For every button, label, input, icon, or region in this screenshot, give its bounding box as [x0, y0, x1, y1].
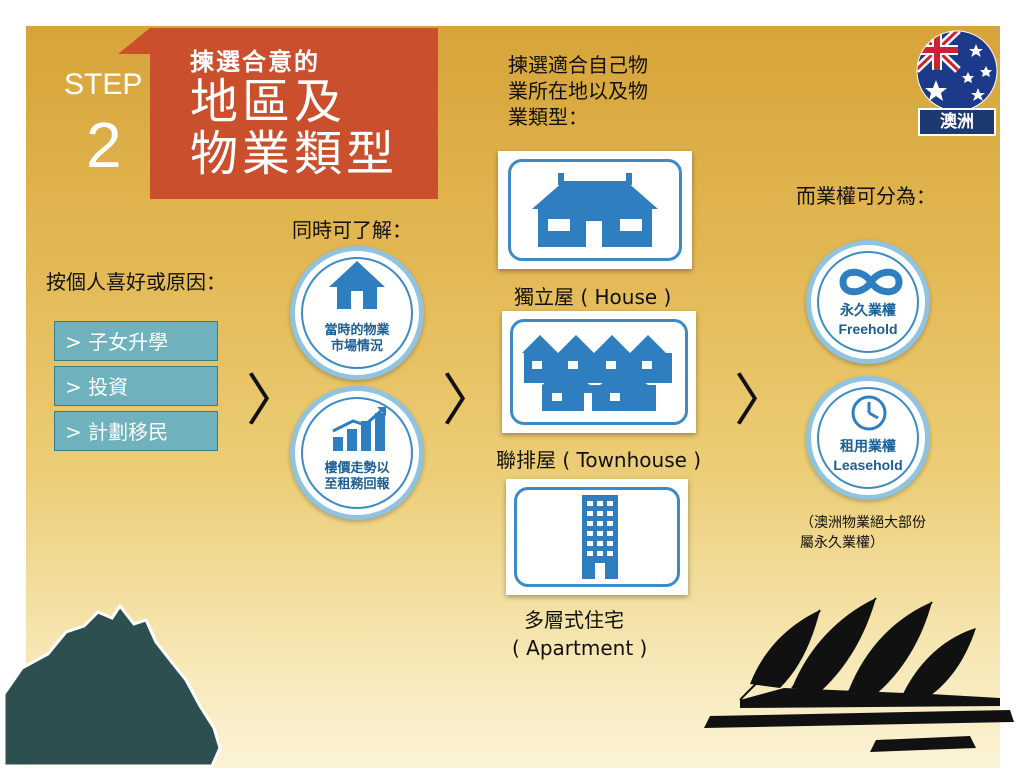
freehold-circle: 永久業權 Freehold: [806, 240, 930, 364]
australia-map-icon: [2, 603, 222, 768]
freehold-en: Freehold: [838, 321, 898, 337]
circle-ring: [301, 397, 413, 509]
australia-flag-icon: [916, 30, 998, 112]
reason-item: > 投資: [54, 366, 218, 406]
house-icon: [329, 261, 385, 309]
bar-chart-icon: [332, 407, 386, 451]
circle-ring: [301, 257, 413, 369]
title-line2: 地區及: [190, 74, 347, 130]
arrow-chevron-1: 〉: [246, 369, 302, 434]
trend-circle: 樓價走勢以 至租務回報: [290, 386, 424, 520]
detached-house-icon: [532, 173, 658, 247]
clock-icon: [851, 395, 887, 431]
step-number: 2: [86, 109, 122, 181]
leasehold-zh: 租用業權: [840, 439, 896, 455]
townhouse-card: [502, 311, 696, 433]
house-label: 獨立屋 ( House ): [514, 285, 672, 309]
apartment-building-icon: [582, 495, 618, 579]
title-line1: 揀選合意的: [190, 48, 320, 76]
title-tab: [118, 28, 150, 54]
arrow-chevron-2: 〉: [442, 369, 498, 434]
market-circle: 當時的物業 市場情況: [290, 246, 424, 380]
reasons-heading: 按個人喜好或原因：: [46, 270, 226, 294]
opera-house-icon: [704, 597, 1014, 752]
market-label: 當時的物業 市場情況: [324, 323, 390, 354]
leasehold-circle: 租用業權 Leasehold: [806, 376, 930, 500]
trend-label: 樓價走勢以 至租務回報: [324, 461, 390, 492]
property-heading: 揀選適合自己物 業所在地以及物 業類型：: [508, 53, 648, 129]
infinity-icon: [839, 268, 903, 296]
arrow-chevron-3: 〉: [734, 369, 790, 434]
freehold-zh: 永久業權: [840, 303, 896, 319]
apartment-label-zh: 多層式住宅: [524, 608, 624, 632]
circle-ring: [817, 251, 919, 353]
house-card: [498, 151, 692, 269]
country-badge: 澳洲: [918, 108, 996, 136]
title-box: [150, 28, 438, 199]
learn-heading: 同時可了解：: [292, 218, 412, 242]
title-line3: 物業類型: [190, 126, 399, 182]
tenure-note: （澳洲物業絕大部份 屬永久業權）: [800, 515, 926, 551]
apartment-label-en: ( Apartment ): [512, 636, 648, 660]
step-label: STEP: [64, 68, 143, 101]
townhouse-label: 聯排屋 ( Townhouse ): [496, 448, 702, 472]
title-main: 地區及 物業類型: [190, 76, 398, 180]
leasehold-en: Leasehold: [833, 457, 903, 473]
reason-item: > 計劃移民: [54, 411, 218, 451]
reason-item: > 子女升學: [54, 321, 218, 361]
circle-ring: [817, 387, 919, 489]
townhouse-icon: [522, 335, 672, 411]
apartment-card: [506, 479, 688, 595]
tenure-heading: 而業權可分為：: [796, 184, 936, 208]
